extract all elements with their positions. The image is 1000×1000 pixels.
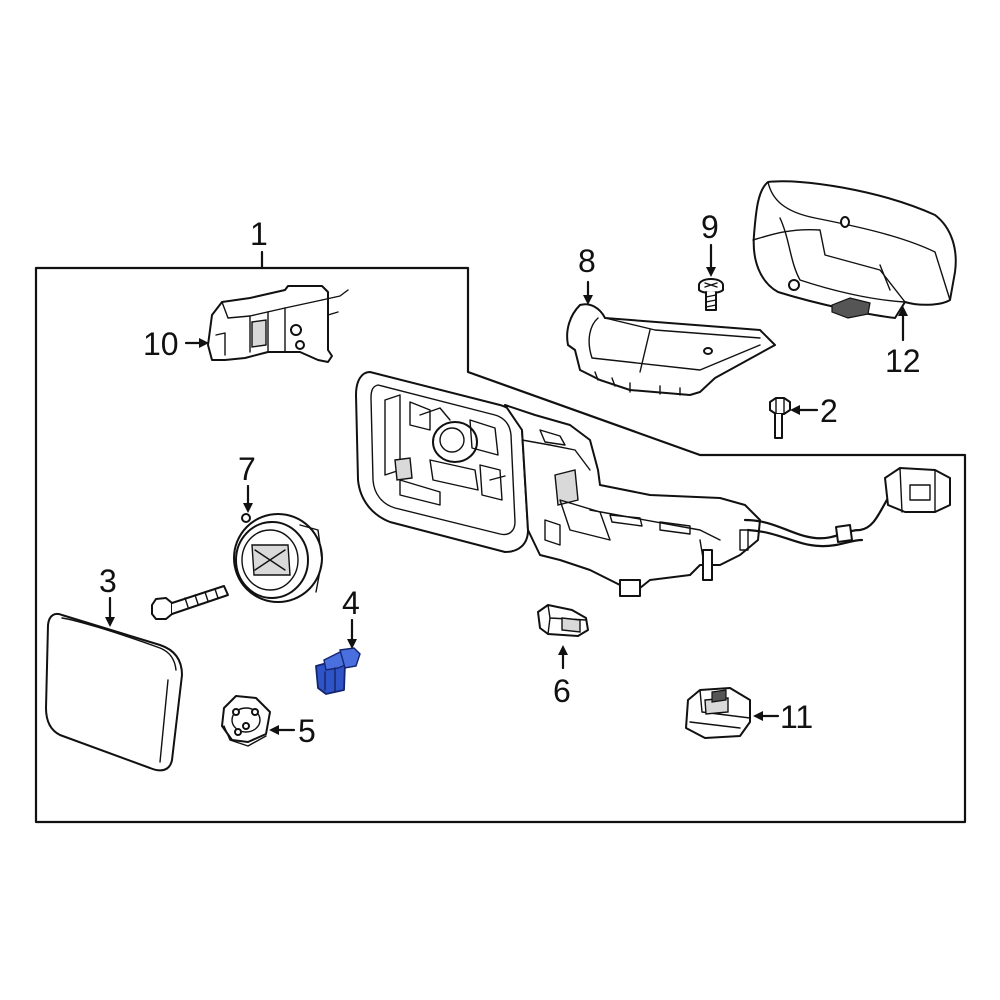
arrowhead-11 bbox=[753, 711, 763, 721]
callout-5: 5 bbox=[298, 713, 316, 749]
arrowhead-2 bbox=[790, 405, 800, 415]
arrowhead-4 bbox=[347, 639, 357, 649]
part-3-mirror-glass[interactable] bbox=[45, 612, 183, 772]
callout-12: 12 bbox=[885, 343, 921, 379]
part-11-puddle-lamp[interactable] bbox=[685, 687, 751, 739]
arrowhead-5 bbox=[269, 725, 279, 735]
mirror-housing-assembly[interactable] bbox=[355, 371, 951, 597]
part-5-pivot[interactable] bbox=[221, 695, 271, 747]
callout-3: 3 bbox=[99, 563, 117, 599]
part-6-connector[interactable] bbox=[537, 604, 589, 637]
callout-6: 6 bbox=[553, 673, 571, 709]
arrowhead-7 bbox=[243, 503, 253, 513]
arrowhead-6 bbox=[558, 645, 568, 655]
assembly-boundary bbox=[34, 266, 967, 824]
arrowhead-12 bbox=[898, 306, 908, 316]
arrowhead-9 bbox=[706, 267, 716, 277]
part-10-bracket[interactable] bbox=[207, 285, 349, 363]
part-2-bolt[interactable] bbox=[769, 397, 791, 439]
part-4-clip-highlighted[interactable] bbox=[315, 647, 361, 695]
callout-8: 8 bbox=[578, 243, 596, 279]
part-9-screw[interactable] bbox=[698, 278, 724, 311]
part-7-motor[interactable] bbox=[233, 513, 323, 603]
arrowhead-8 bbox=[583, 295, 593, 305]
callout-11: 11 bbox=[780, 699, 813, 735]
callout-10: 10 bbox=[143, 326, 179, 362]
arrowhead-10 bbox=[199, 338, 209, 348]
mounting-bolt[interactable] bbox=[151, 585, 229, 620]
part-8-gasket[interactable] bbox=[566, 303, 776, 396]
callout-2: 2 bbox=[820, 393, 838, 429]
callout-7: 7 bbox=[238, 451, 256, 487]
part-12-mirror-cap[interactable] bbox=[752, 180, 957, 319]
callout-1: 1 bbox=[250, 216, 268, 252]
callout-9: 9 bbox=[701, 209, 719, 245]
callout-4: 4 bbox=[342, 585, 360, 621]
arrowhead-3 bbox=[105, 617, 115, 627]
